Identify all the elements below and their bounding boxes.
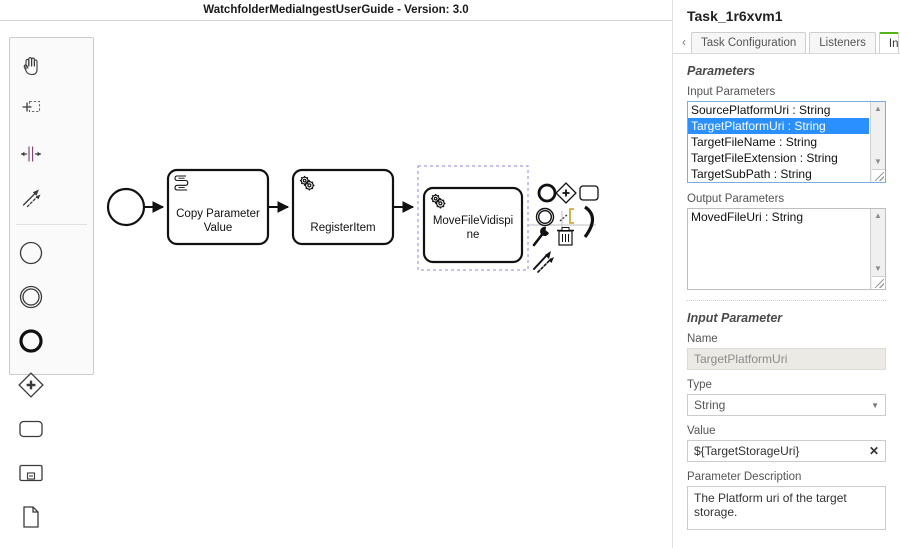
palette-divider <box>16 224 87 225</box>
palette-tools-group <box>10 44 93 220</box>
properties-panel-body: Parameters Input Parameters SourcePlatfo… <box>673 54 900 530</box>
output-parameters-scrollbar[interactable]: ▲ ▼ <box>870 209 885 289</box>
end-event-icon[interactable] <box>10 319 52 363</box>
palette-elements-group <box>10 231 93 548</box>
value-field[interactable]: ${TargetStorageUri} ✕ <box>687 440 886 462</box>
list-item[interactable]: MovedFileUri : String <box>691 210 804 224</box>
delete-icon[interactable] <box>557 220 574 246</box>
name-label: Name <box>687 333 718 345</box>
tab-listeners[interactable]: Listeners <box>809 32 876 53</box>
hand-tool-icon[interactable] <box>10 44 52 88</box>
page-title: WatchfolderMediaIngestUserGuide - Versio… <box>203 4 469 16</box>
properties-panel-header: Task_1r6xvm1 <box>673 0 900 28</box>
output-parameters-listbox[interactable]: MovedFileUri : String ▲ ▼ <box>687 208 886 290</box>
parameter-description-field[interactable]: The Platform uri of the target storage. <box>687 486 886 530</box>
value-label: Value <box>687 425 716 437</box>
type-select[interactable]: String ▼ <box>687 394 886 416</box>
input-parameters-items: SourcePlatformUri : String TargetPlatfor… <box>688 102 869 182</box>
wrench-icon[interactable] <box>532 226 549 247</box>
name-field: TargetPlatformUri <box>687 348 886 370</box>
parameters-section-title: Parameters <box>687 64 756 78</box>
task-label-2: RegisterItem <box>310 222 375 234</box>
type-select-value: String <box>694 398 726 412</box>
tab-task-configuration[interactable]: Task Configuration <box>691 32 807 53</box>
lasso-tool-icon[interactable] <box>10 88 52 132</box>
scroll-up-icon[interactable]: ▲ <box>874 104 882 113</box>
properties-panel: Task_1r6xvm1 ‹ Task Configuration Listen… <box>672 0 900 548</box>
list-item[interactable]: TargetPlatformUri : String <box>688 118 869 134</box>
properties-tabbar: ‹ Task Configuration Listeners In › <box>673 28 900 54</box>
append-text-annotation-icon[interactable] <box>559 208 574 224</box>
resize-grip-icon[interactable] <box>871 169 885 182</box>
start-event-icon[interactable] <box>10 231 52 275</box>
task-icon[interactable] <box>10 407 52 451</box>
clear-icon[interactable]: ✕ <box>868 444 879 458</box>
gateway-icon[interactable] <box>10 363 52 407</box>
element-name-heading: Task_1r6xvm1 <box>687 8 783 24</box>
shape-task-copy-parameter-value[interactable] <box>166 168 270 246</box>
intermediate-event-icon[interactable] <box>10 275 52 319</box>
chevron-down-icon: ▼ <box>871 400 879 410</box>
append-gateway-icon[interactable] <box>555 182 577 204</box>
selection-outline <box>417 165 529 271</box>
section-divider <box>687 300 886 301</box>
script-task-icon <box>174 175 189 191</box>
connect-arrow-icon[interactable] <box>533 251 554 273</box>
title-bar: WatchfolderMediaIngestUserGuide - Versio… <box>0 0 672 21</box>
resize-grip-icon[interactable] <box>871 276 885 289</box>
shape-start-event[interactable] <box>106 187 146 227</box>
subprocess-icon[interactable] <box>10 451 52 495</box>
input-parameters-scrollbar[interactable]: ▲ ▼ <box>870 102 885 182</box>
context-pad[interactable] <box>528 182 599 273</box>
tab-input-output[interactable]: In <box>878 32 899 53</box>
list-item[interactable]: TargetFileName : String <box>691 135 818 149</box>
output-parameters-label: Output Parameters <box>687 193 785 205</box>
type-label: Type <box>687 379 712 391</box>
list-item[interactable]: TargetFileExtension : String <box>691 151 838 165</box>
append-task-icon[interactable] <box>579 185 599 201</box>
input-parameters-listbox[interactable]: SourcePlatformUri : String TargetPlatfor… <box>687 101 886 183</box>
global-connect-tool-icon[interactable] <box>10 176 52 220</box>
output-parameters-items: MovedFileUri : String <box>688 209 869 225</box>
scroll-up-icon[interactable]: ▲ <box>874 211 882 220</box>
shape-task-register-item[interactable] <box>291 168 395 246</box>
service-task-icon <box>299 175 315 191</box>
input-parameter-section-title: Input Parameter <box>687 311 783 325</box>
data-object-icon[interactable] <box>10 495 52 539</box>
shape-task-move-file-vidispine[interactable] <box>417 165 529 271</box>
parameter-description-label: Parameter Description <box>687 471 802 483</box>
scroll-down-icon[interactable]: ▼ <box>874 264 882 273</box>
input-parameters-label: Input Parameters <box>687 86 776 98</box>
scroll-down-icon[interactable]: ▼ <box>874 157 882 166</box>
space-tool-icon[interactable] <box>10 132 52 176</box>
list-item[interactable]: TargetSubPath : String <box>691 167 812 181</box>
list-item[interactable]: SourcePlatformUri : String <box>691 103 831 117</box>
append-end-event-icon[interactable] <box>537 183 557 203</box>
tab-scroll-left-button[interactable]: ‹ <box>682 35 686 49</box>
value-field-text: ${TargetStorageUri} <box>694 444 800 458</box>
palette <box>9 37 94 528</box>
service-task-icon <box>430 193 446 209</box>
connect-icon[interactable] <box>583 205 595 238</box>
append-intermediate-event-icon[interactable] <box>535 207 555 227</box>
